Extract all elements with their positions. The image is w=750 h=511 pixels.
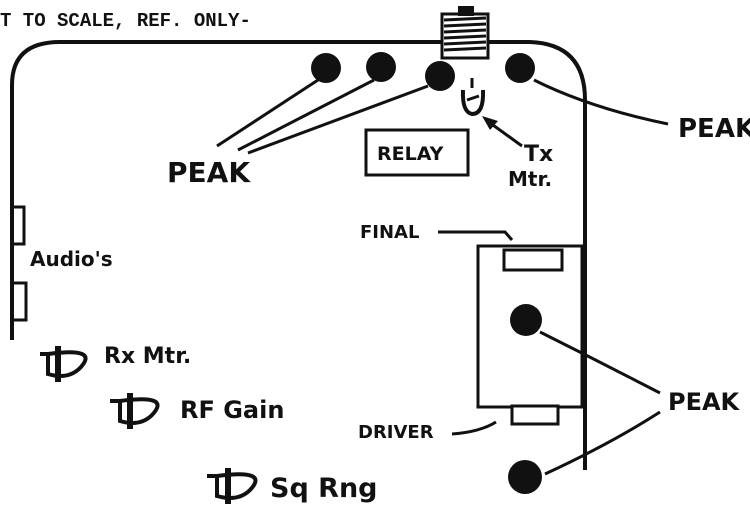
driver-tube [510,404,560,426]
final-leader [438,230,514,241]
peak-right-bottom-leader-2 [544,410,661,476]
tx-meter-symbol [460,78,486,117]
header-note: T TO SCALE, REF. ONLY- [0,10,251,32]
rf-gain-symbol [110,393,160,429]
sq-rng-symbol [207,468,258,504]
rx-meter-symbol [40,346,88,382]
peak-knob-final [510,304,542,336]
relay-label: RELAY [377,143,444,165]
rf-gain-label: RF Gain [180,396,284,424]
peak-label-right-top: PEAK [678,114,750,144]
peak-label-right-bottom: PEAK [668,388,741,416]
audios-label: Audio's [30,247,113,271]
audio-jack-top [12,205,26,246]
peak-leader-2 [237,78,375,152]
chassis-outline [10,40,587,470]
peak-knob-2 [366,52,396,82]
audio-jack-bottom [12,281,28,322]
coax-connector [440,6,490,60]
relay-box [364,128,470,177]
peak-knob-3 [425,61,455,91]
rx-meter-label: Rx Mtr. [104,344,191,369]
peak-knob-bottom [508,460,542,494]
sq-rng-label: Sq Rng [270,473,378,504]
driver-label: DRIVER [358,422,434,443]
tx-meter-label-line2: Mtr. [508,167,552,191]
peak-leader-1 [216,78,319,148]
final-tube [502,248,564,272]
peak-label-left: PEAK [167,156,251,189]
peak-right-bottom-leader-1 [539,330,661,395]
tx-meter-label-line1: Tx [524,142,553,167]
final-label: FINAL [360,222,419,243]
peak-leader-3 [247,84,429,155]
peak-right-top-leader [533,78,669,126]
tx-meter-arrow [482,116,523,148]
driver-leader [451,420,497,436]
peak-knob-1 [311,53,341,83]
peak-knob-4 [505,53,535,83]
